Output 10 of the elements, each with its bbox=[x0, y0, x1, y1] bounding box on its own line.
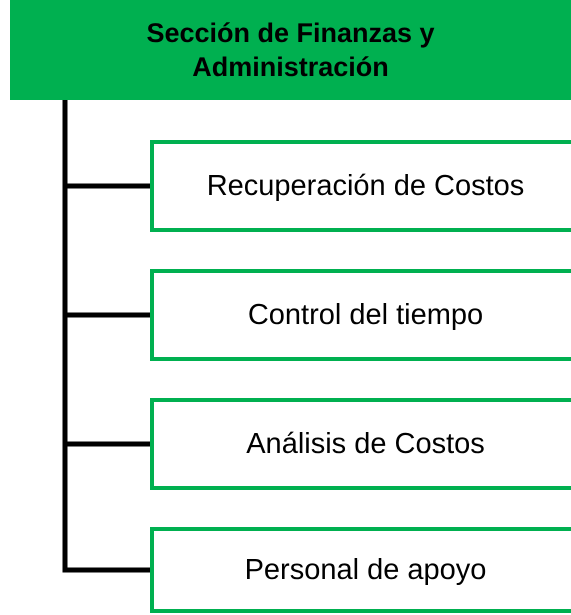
node-label: Sección de Finanzas y Administración bbox=[145, 17, 436, 84]
node-label: Recuperación de Costos bbox=[206, 170, 524, 202]
node-label: Personal de apoyo bbox=[244, 554, 486, 586]
process-box bbox=[150, 398, 571, 490]
header-box bbox=[10, 0, 571, 100]
node-label: Análisis de Costos bbox=[246, 428, 485, 460]
process-box bbox=[150, 527, 571, 613]
node-label: Control del tiempo bbox=[248, 298, 484, 332]
process-box bbox=[150, 269, 571, 361]
process-box bbox=[150, 140, 571, 232]
